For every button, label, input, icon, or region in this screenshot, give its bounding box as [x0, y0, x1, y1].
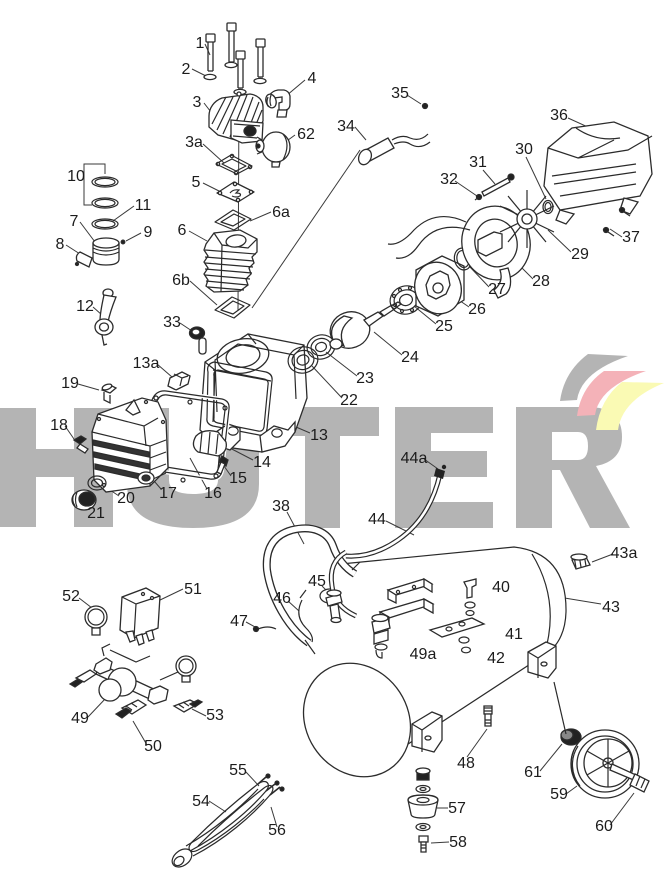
svg-text:9: 9 [144, 224, 153, 241]
svg-text:45: 45 [308, 573, 326, 590]
svg-text:5: 5 [192, 174, 201, 191]
svg-text:38: 38 [272, 498, 290, 515]
svg-text:41: 41 [505, 626, 523, 643]
svg-text:17: 17 [159, 485, 177, 502]
svg-text:7: 7 [70, 213, 79, 230]
svg-text:24: 24 [401, 349, 419, 366]
svg-text:26: 26 [468, 301, 486, 318]
svg-text:57: 57 [448, 800, 466, 817]
svg-text:61: 61 [524, 764, 542, 781]
svg-text:60: 60 [595, 818, 613, 835]
svg-text:19: 19 [61, 375, 79, 392]
svg-text:15: 15 [229, 470, 247, 487]
svg-text:2: 2 [182, 61, 191, 78]
svg-text:6a: 6a [272, 204, 290, 221]
svg-text:34: 34 [337, 118, 355, 135]
svg-text:47: 47 [230, 613, 248, 630]
svg-text:28: 28 [532, 273, 550, 290]
svg-text:44a: 44a [401, 450, 428, 467]
svg-text:11: 11 [135, 197, 152, 214]
svg-text:56: 56 [268, 822, 286, 839]
svg-text:33: 33 [163, 314, 181, 331]
svg-text:37: 37 [622, 229, 640, 246]
svg-text:23: 23 [356, 370, 374, 387]
svg-text:8: 8 [56, 236, 65, 253]
svg-text:51: 51 [184, 581, 202, 598]
svg-text:18: 18 [50, 417, 68, 434]
svg-text:29: 29 [571, 246, 589, 263]
svg-text:22: 22 [340, 392, 358, 409]
svg-text:36: 36 [550, 107, 568, 124]
svg-text:59: 59 [550, 786, 568, 803]
svg-text:50: 50 [144, 738, 162, 755]
svg-text:52: 52 [62, 588, 80, 605]
svg-text:16: 16 [204, 485, 222, 502]
svg-text:32: 32 [440, 171, 458, 188]
svg-text:13a: 13a [133, 355, 160, 372]
svg-text:49a: 49a [410, 646, 437, 663]
svg-text:4: 4 [308, 70, 317, 87]
svg-text:14: 14 [253, 454, 271, 471]
svg-text:40: 40 [492, 579, 510, 596]
svg-text:43: 43 [602, 599, 620, 616]
svg-text:43a: 43a [611, 545, 638, 562]
svg-text:58: 58 [449, 834, 467, 851]
svg-text:3: 3 [193, 94, 202, 111]
svg-text:3a: 3a [185, 134, 203, 151]
svg-text:6: 6 [178, 222, 187, 239]
svg-text:30: 30 [515, 141, 533, 158]
svg-text:25: 25 [435, 318, 453, 335]
svg-text:42: 42 [487, 650, 505, 667]
svg-text:10: 10 [67, 168, 85, 185]
svg-text:53: 53 [206, 707, 224, 724]
svg-text:13: 13 [310, 427, 328, 444]
svg-text:35: 35 [391, 85, 409, 102]
svg-text:12: 12 [76, 298, 94, 315]
svg-text:48: 48 [457, 755, 475, 772]
svg-text:55: 55 [229, 762, 247, 779]
svg-text:21: 21 [87, 505, 105, 522]
svg-text:20: 20 [117, 490, 135, 507]
svg-text:1: 1 [196, 35, 205, 52]
svg-text:27: 27 [488, 281, 506, 298]
svg-text:6b: 6b [172, 272, 190, 289]
svg-text:44: 44 [368, 511, 386, 528]
svg-text:46: 46 [273, 590, 291, 607]
svg-text:49: 49 [71, 710, 89, 727]
svg-text:31: 31 [469, 154, 487, 171]
svg-text:62: 62 [297, 126, 315, 143]
svg-text:54: 54 [192, 793, 210, 810]
